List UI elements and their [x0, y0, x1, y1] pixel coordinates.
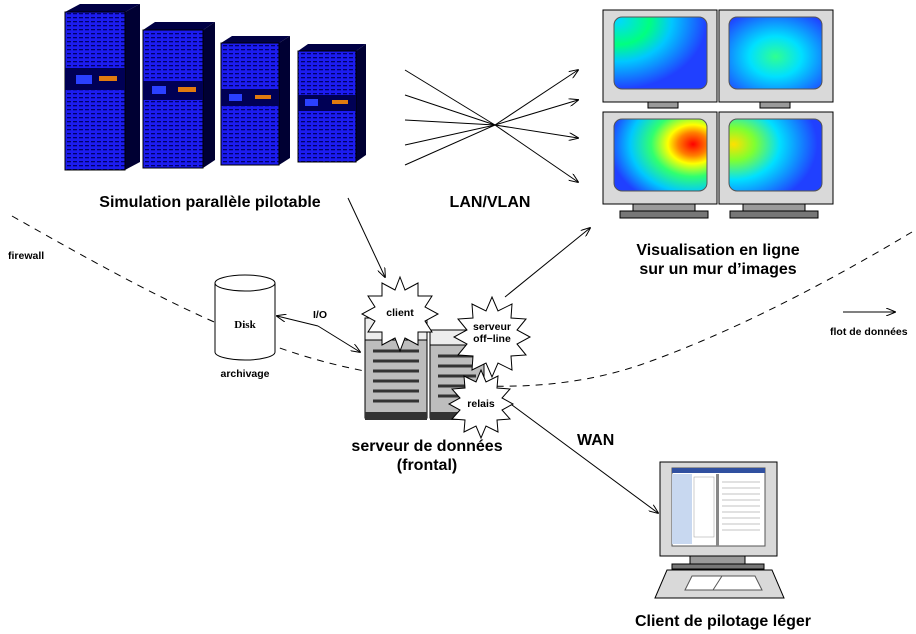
offline-server-label-line2: off−line: [473, 333, 511, 345]
arrow-simulation-to-client: [347, 197, 385, 277]
light-client-monitor-icon: [654, 461, 785, 599]
monitor-bottom-right: [718, 111, 834, 205]
flow-legend-label: flot de données: [830, 326, 908, 338]
relais-burst: [447, 368, 515, 440]
data-server-label-line2: (frontal): [396, 457, 458, 474]
data-flow-arrows: [277, 197, 895, 513]
lan-vlan-label: LAN/VLAN: [449, 194, 531, 211]
firewall-boundary: [11, 215, 913, 387]
cabinet-3: [220, 36, 290, 166]
arrow-offline-to-wall: [504, 228, 590, 298]
cabinet-1: [64, 4, 140, 171]
disk-cylinder-icon: [214, 274, 276, 361]
supercomputer-cluster-icon: [64, 4, 366, 171]
cabinet-4: [297, 44, 366, 163]
simulation-label: Simulation parallèle pilotable: [99, 194, 321, 211]
image-wall-icon: [602, 9, 834, 219]
monitor-bottom-left: [602, 111, 718, 205]
disk-label: Disk: [234, 319, 256, 331]
monitor-top-right: [718, 9, 834, 103]
data-server-label-line1: serveur de données: [351, 438, 503, 455]
wan-label: WAN: [577, 432, 615, 449]
relais-label: relais: [467, 398, 495, 410]
lan-connections: [404, 70, 578, 182]
arrow-relais-to-light-client: [507, 401, 658, 513]
cabinet-2: [142, 22, 215, 169]
client-burst-label: client: [386, 307, 414, 319]
arrow-io-to-disk: [277, 316, 319, 327]
offline-server-label-line1: serveur: [473, 321, 511, 333]
arrow-io-to-server: [317, 325, 360, 352]
image-wall-label-line2: sur un mur d’images: [639, 261, 797, 278]
io-label: I/O: [313, 309, 328, 321]
image-wall-label-line1: Visualisation en ligne: [636, 242, 800, 259]
archivage-label: archivage: [220, 368, 270, 380]
monitor-top-left: [602, 9, 718, 103]
light-client-label: Client de pilotage léger: [634, 613, 812, 630]
firewall-label: firewall: [8, 250, 45, 262]
client-burst: [360, 275, 440, 353]
offline-server-burst: [452, 295, 532, 379]
